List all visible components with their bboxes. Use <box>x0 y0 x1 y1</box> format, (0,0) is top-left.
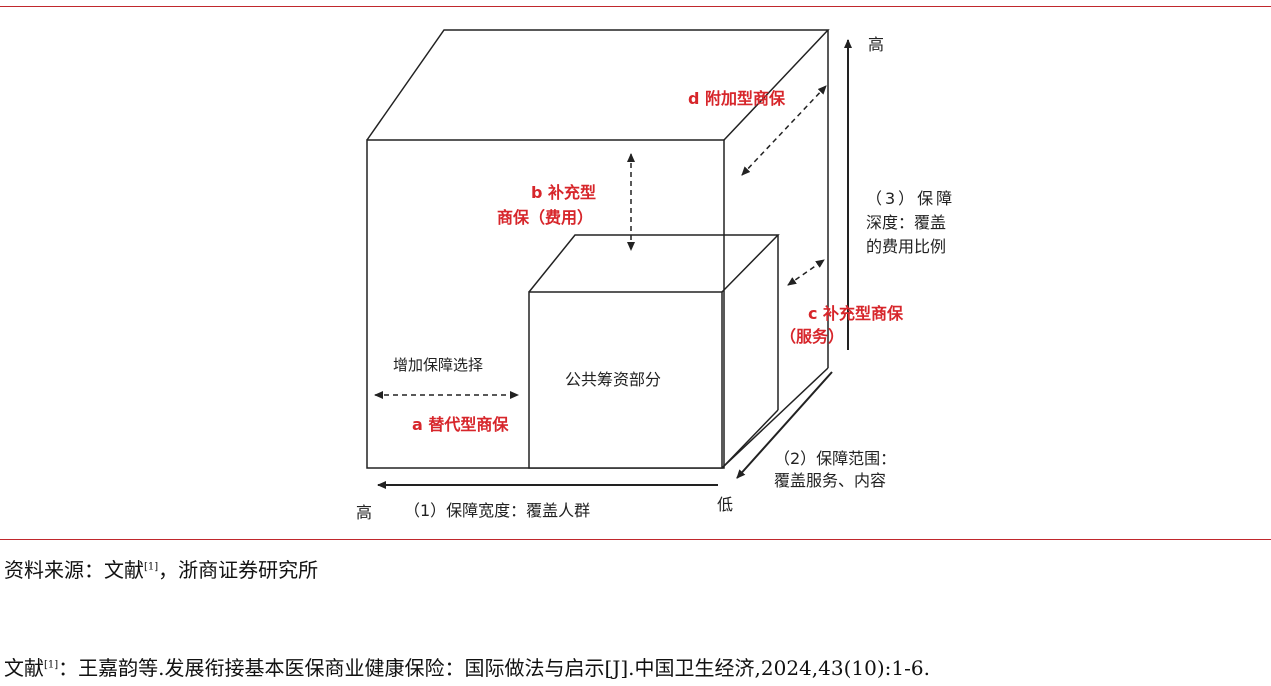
a-label: a 替代型商保 <box>412 415 509 434</box>
source-ref[interactable]: [1] <box>144 561 159 573</box>
outer-cube-top <box>366 29 830 141</box>
c-label-line2: （服务） <box>780 327 844 346</box>
axis-low: 低 <box>717 495 733 514</box>
axis2-line1: （2）保障范围： <box>774 449 896 468</box>
c-dashed-arrow <box>787 259 825 286</box>
axis1-label: （1）保障宽度：覆盖人群 <box>404 501 590 520</box>
b-label-line1: b 补充型 <box>531 183 596 202</box>
reference-prefix: 文献 <box>4 656 44 680</box>
top-rule <box>0 6 1271 7</box>
center-label: 公共筹资部分 <box>565 370 661 389</box>
reference-note: 文献[1]：王嘉韵等.发展衔接基本医保商业健康保险：国际做法与启示[J].中国卫… <box>4 652 930 681</box>
source-suffix: ，浙商证券研究所 <box>158 558 319 582</box>
inner-cube-bottom-edge <box>721 409 779 469</box>
inner-cube-top <box>528 234 780 293</box>
source-note: 资料来源：文献[1]，浙商证券研究所 <box>4 554 318 583</box>
reference-ref: [1] <box>44 659 59 671</box>
axis3-high: 高 <box>868 35 884 54</box>
c-label-line1: c 补充型商保 <box>808 304 904 323</box>
axis2-arrow <box>736 371 833 479</box>
axis3-line1: （3）保障 <box>866 189 955 208</box>
inner-cube-front <box>528 291 723 469</box>
axis1-high: 高 <box>356 503 372 522</box>
insurance-cube-diagram: 公共筹资部分 增加保障选择 a 替代型商保 b 补充型 商保（费用） c 补充型… <box>356 29 955 522</box>
b-label-line2: 商保（费用） <box>497 208 593 227</box>
axis2-line2: 覆盖服务、内容 <box>774 471 886 490</box>
reference-text: ：王嘉韵等.发展衔接基本医保商业健康保险：国际做法与启示[J].中国卫生经济,2… <box>58 656 930 680</box>
outer-cube-bottom-edge <box>721 367 829 469</box>
d-label: d 附加型商保 <box>688 89 786 108</box>
bottom-rule <box>0 539 1271 540</box>
axis3-line2: 深度：覆盖 <box>866 213 946 232</box>
d-dashed-arrow <box>741 85 827 176</box>
axis3-line3: 的费用比例 <box>866 237 946 256</box>
increase-choice-label: 增加保障选择 <box>393 356 483 374</box>
source-prefix: 资料来源：文献 <box>4 558 144 582</box>
